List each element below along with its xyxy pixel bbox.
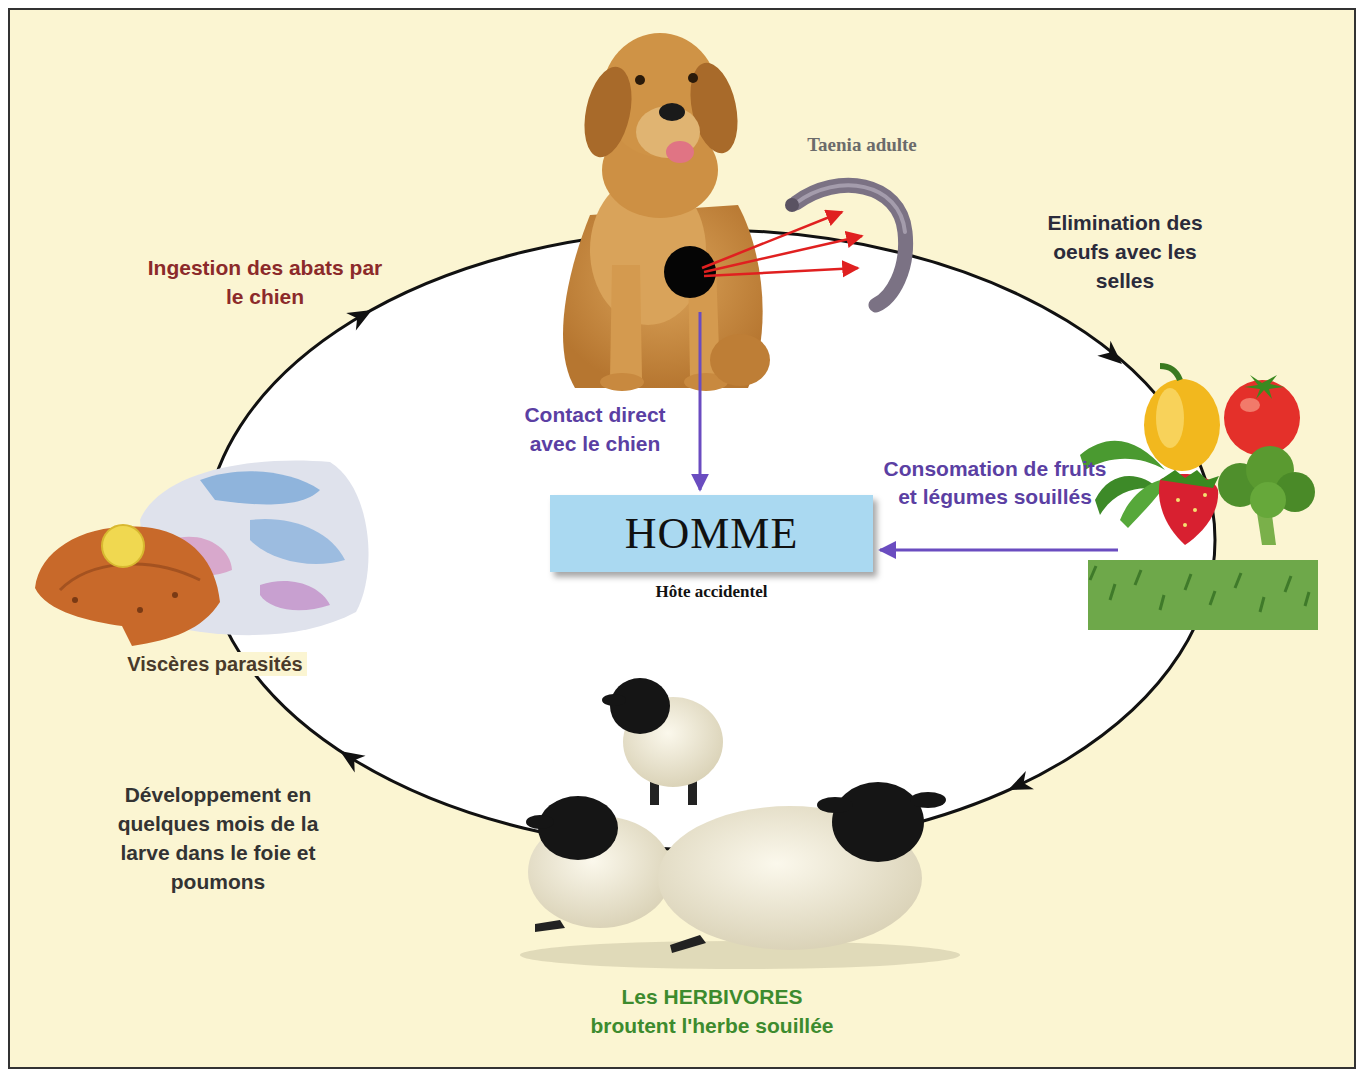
frame: [9, 9, 1355, 1068]
vegetables-picture: [1080, 366, 1318, 630]
step-label: Les HERBIVORES broutent l'herbe souillée: [587, 982, 837, 1040]
box-caption: Hôte accidentel: [656, 582, 768, 602]
step-label: Elimination des oeufs avec les selles: [1030, 208, 1220, 295]
step-label: Ingestion des abats par le chien: [148, 253, 383, 311]
sheep-picture: [520, 678, 960, 969]
viscera-picture: [35, 460, 369, 646]
route-label: Contact direct avec le chien: [505, 400, 685, 458]
label-patch: Viscères parasités: [123, 652, 306, 676]
step-label: Développement en quelques mois de la lar…: [116, 780, 321, 896]
host-box: HOMME Hôte accidentel: [550, 495, 873, 604]
part-name: Taenia adulte: [762, 130, 962, 159]
taenia-picture: [702, 185, 906, 305]
route-label: Consomation de fruits et légumes souillé…: [880, 455, 1110, 511]
dog-picture: [563, 33, 770, 391]
picture-caption: Viscères parasités: [85, 650, 345, 679]
host-box-fill: HOMME: [550, 495, 873, 572]
box-title: HOMME: [625, 508, 799, 559]
